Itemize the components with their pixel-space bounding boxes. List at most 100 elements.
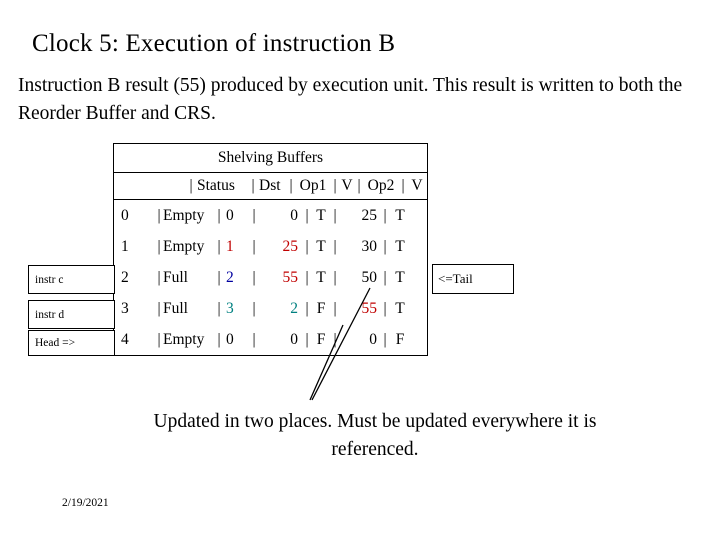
- row-sep: |: [333, 206, 337, 224]
- row-sep: |: [333, 268, 337, 286]
- row-v2: T: [395, 299, 405, 317]
- row-v1: T: [316, 206, 326, 224]
- row-v2: F: [395, 330, 405, 348]
- row-status: Empty: [163, 330, 205, 348]
- row-sep: |: [217, 268, 221, 286]
- buffer-row-1: 1 | Empty | 1 | 25 | T | 30 | T: [114, 231, 427, 262]
- row-index: 2: [121, 268, 129, 286]
- column-headers: | Status | Dst | Op1 | V | Op2 | V: [114, 173, 427, 199]
- row-sep: |: [157, 206, 161, 224]
- row-index: 3: [121, 299, 129, 317]
- head-pointer-box: Head =>: [28, 330, 115, 356]
- row-sep: |: [252, 268, 256, 286]
- buffer-row-2: 2 | Full | 2 | 55 | T | 50 | T: [114, 262, 427, 293]
- row-dst: 0: [226, 206, 234, 224]
- row-sep: |: [383, 206, 387, 224]
- buffer-row-0: 0 | Empty | 0 | 0 | T | 25 | T: [114, 200, 427, 231]
- row-sep: |: [383, 299, 387, 317]
- intro-paragraph: Instruction B result (55) produced by ex…: [18, 75, 683, 124]
- table-row: 3 | Full | 3 | 2 | F | 55 | T: [114, 293, 428, 324]
- row-op1: 25: [282, 237, 299, 255]
- row-v1: T: [316, 268, 326, 286]
- row-op2: 50: [361, 268, 378, 286]
- row-sep: |: [333, 237, 337, 255]
- row-sep: |: [217, 330, 221, 348]
- header-sep-6: |: [401, 177, 405, 194]
- row-op2: 55: [361, 299, 378, 317]
- row-dst: 1: [226, 237, 234, 255]
- instr-d-box: instr d: [28, 300, 115, 329]
- row-op1: 0: [290, 330, 298, 348]
- row-dst: 3: [226, 299, 234, 317]
- row-sep: |: [305, 299, 309, 317]
- instr-c-box: instr c: [28, 265, 115, 294]
- table-title: Shelving Buffers: [113, 143, 428, 173]
- row-sep: |: [217, 299, 221, 317]
- row-sep: |: [217, 206, 221, 224]
- row-v1: F: [316, 299, 326, 317]
- row-sep: |: [217, 237, 221, 255]
- row-sep: |: [157, 330, 161, 348]
- row-v2: T: [395, 237, 405, 255]
- row-op2: 25: [361, 206, 378, 224]
- row-sep: |: [252, 206, 256, 224]
- header-sep-5: |: [357, 177, 361, 194]
- row-sep: |: [305, 237, 309, 255]
- buffer-row-4: 4 | Empty | 0 | 0 | F | 0 | F: [114, 324, 427, 355]
- row-sep: |: [383, 237, 387, 255]
- row-op2: 0: [369, 330, 377, 348]
- table-title-row: Shelving Buffers: [113, 143, 428, 173]
- row-op2: 30: [361, 237, 378, 255]
- row-v1: T: [316, 237, 326, 255]
- page-title: Clock 5: Execution of instruction B: [32, 30, 396, 57]
- header-sep-2: |: [251, 177, 255, 194]
- table-row: 4 | Empty | 0 | 0 | F | 0 | F: [114, 324, 428, 356]
- table-header-row: | Status | Dst | Op1 | V | Op2 | V: [113, 172, 428, 200]
- row-op1: 0: [290, 206, 298, 224]
- row-sep: |: [305, 206, 309, 224]
- row-index: 1: [121, 237, 129, 255]
- table-row: 2 | Full | 2 | 55 | T | 50 | T: [114, 262, 428, 293]
- shelving-buffers-table: Shelving Buffers | Status | Dst | Op1 | …: [113, 143, 428, 356]
- row-index: 4: [121, 330, 129, 348]
- row-sep: |: [157, 299, 161, 317]
- row-sep: |: [333, 330, 337, 348]
- header-v1: V: [341, 177, 353, 194]
- row-v1: F: [316, 330, 326, 348]
- row-status: Full: [163, 299, 188, 317]
- header-status: Status: [197, 177, 235, 194]
- row-sep: |: [252, 237, 256, 255]
- header-v2: V: [411, 177, 423, 194]
- table-row: 1 | Empty | 1 | 25 | T | 30 | T: [114, 231, 428, 262]
- row-status: Full: [163, 268, 188, 286]
- row-sep: |: [157, 237, 161, 255]
- row-v2: T: [395, 206, 405, 224]
- row-sep: |: [305, 330, 309, 348]
- row-sep: |: [333, 299, 337, 317]
- table-row: 0 | Empty | 0 | 0 | T | 25 | T: [114, 200, 428, 232]
- row-sep: |: [383, 330, 387, 348]
- row-index: 0: [121, 206, 129, 224]
- row-status: Empty: [163, 237, 205, 255]
- header-sep-4: |: [333, 177, 337, 194]
- header-sep-3: |: [289, 177, 293, 194]
- header-op2: Op2: [367, 177, 395, 194]
- header-op1: Op1: [299, 177, 327, 194]
- header-sep-1: |: [189, 177, 193, 194]
- row-sep: |: [157, 268, 161, 286]
- tail-pointer-box: <=Tail: [432, 264, 514, 294]
- row-v2: T: [395, 268, 405, 286]
- header-dst: Dst: [259, 177, 281, 194]
- row-status: Empty: [163, 206, 205, 224]
- row-sep: |: [383, 268, 387, 286]
- row-op1: 55: [282, 268, 299, 286]
- row-sep: |: [305, 268, 309, 286]
- slide-date: 2/19/2021: [62, 497, 109, 509]
- bottom-caption: Updated in two places. Must be updated e…: [153, 411, 597, 460]
- row-sep: |: [252, 330, 256, 348]
- row-op1: 2: [290, 299, 298, 317]
- row-dst: 2: [226, 268, 234, 286]
- row-sep: |: [252, 299, 256, 317]
- buffer-row-3: 3 | Full | 3 | 2 | F | 55 | T: [114, 293, 427, 324]
- row-dst: 0: [226, 330, 234, 348]
